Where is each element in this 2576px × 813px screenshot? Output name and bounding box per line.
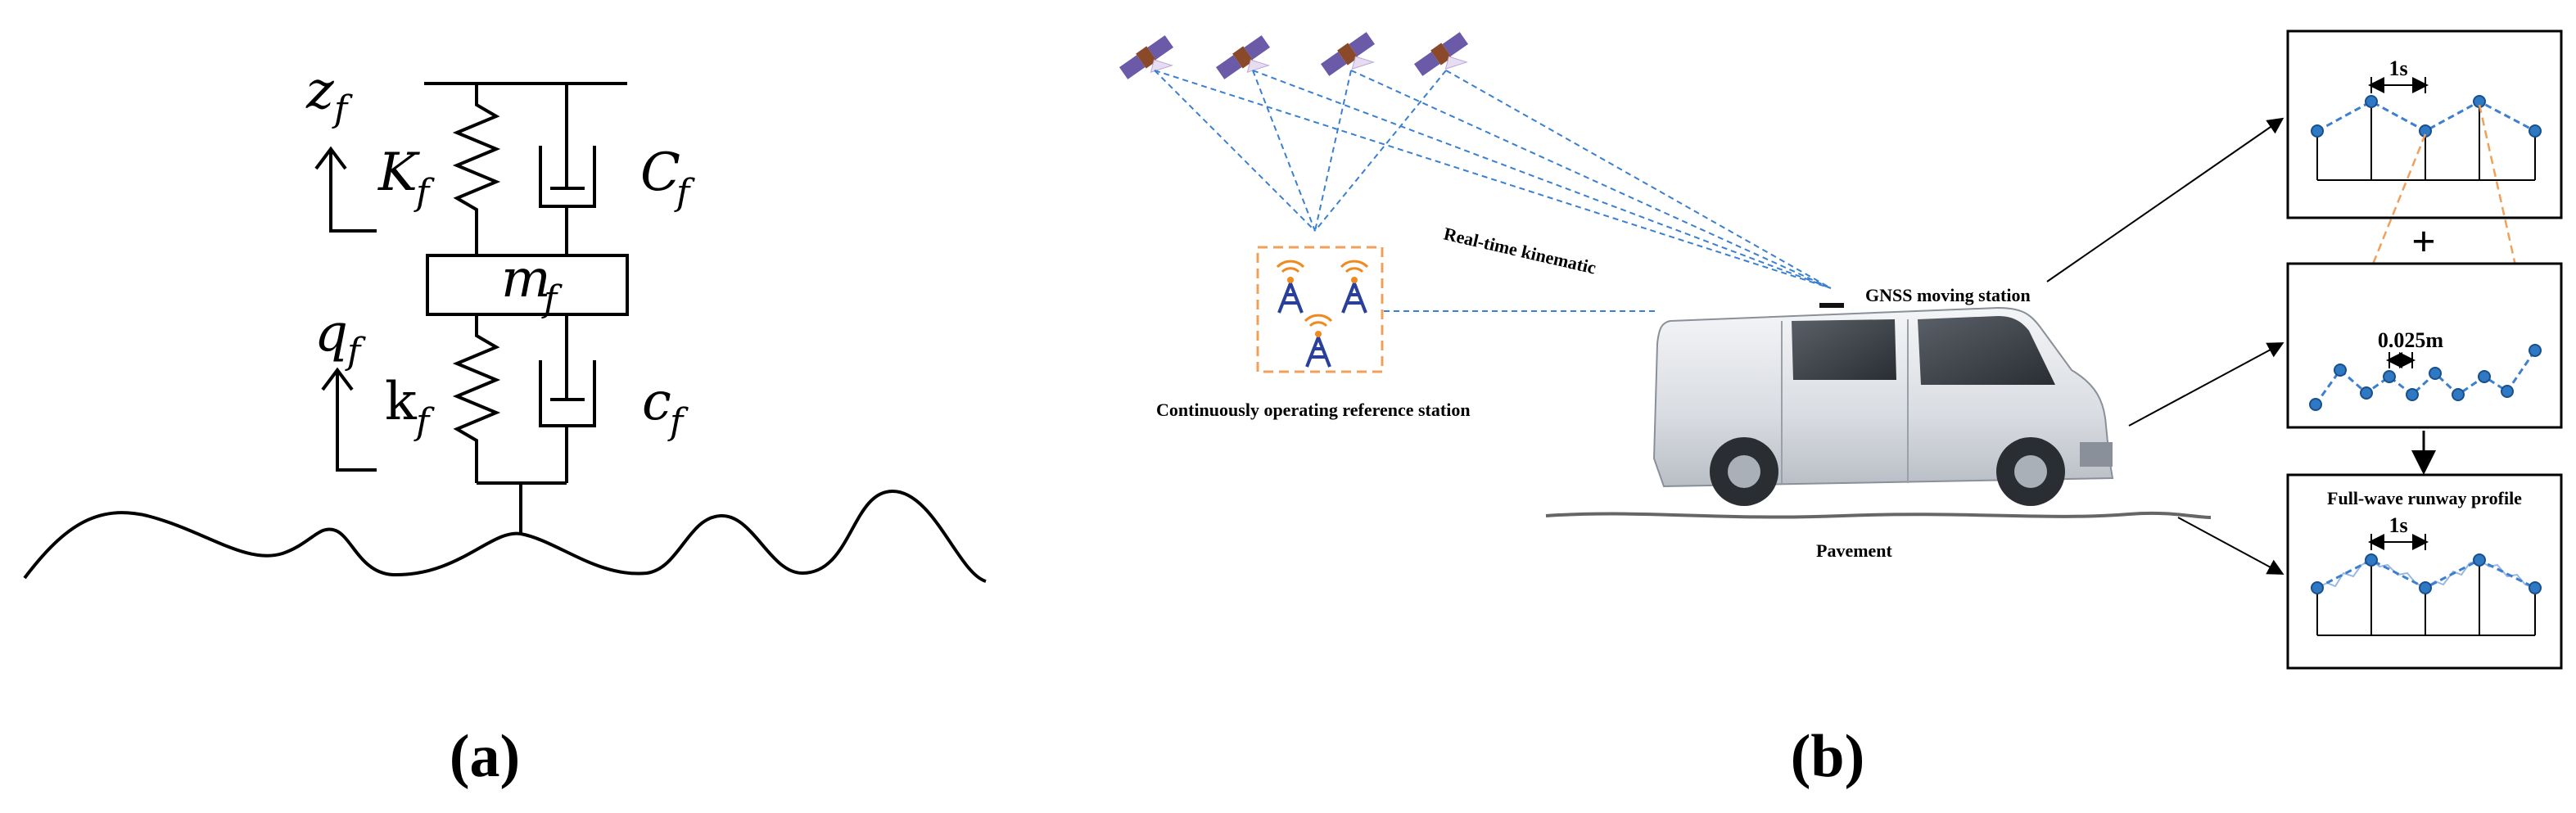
arrow-to-middle-box [2128, 342, 2285, 427]
panel-a-labels: z f K f C f m f q f k f c f (a) [305, 61, 695, 790]
panel-a-suspension-model [23, 82, 987, 583]
q-displacement-arrow [336, 370, 377, 472]
gnss-antenna [1819, 303, 1844, 308]
rtk-label: Real-time kinematic [1442, 224, 1598, 278]
satellite-icon [1413, 32, 1469, 76]
reference-station-box [1256, 246, 1384, 373]
signal-lines [1154, 70, 1832, 312]
profile-points [2311, 553, 2542, 594]
interval-bottom-label: 1s [2388, 513, 2407, 537]
mass-block [426, 254, 629, 316]
interval-top-label: 1s [2388, 56, 2407, 80]
tower-icon [1276, 260, 1305, 314]
interval-middle-label: 0.025m [2378, 328, 2444, 352]
label-z-sub: f [332, 88, 353, 130]
label-q-sub: f [345, 331, 366, 373]
z-displacement-arrow [329, 149, 377, 233]
interpolation-arrow-right [2478, 104, 2543, 364]
lower-spring [452, 314, 501, 483]
arrow-to-top-box [2046, 117, 2285, 282]
caption-a: (a) [450, 723, 520, 790]
label-z: z [305, 61, 335, 121]
label-C-sub: f [674, 172, 695, 214]
arrow-to-bottom-box [2177, 517, 2285, 575]
satellite-icon [1215, 35, 1271, 79]
upper-spring [452, 84, 501, 255]
pavement-line [1545, 511, 2212, 519]
label-k-sub: f [414, 401, 435, 443]
reference-station-label: Continuously operating reference station [1156, 400, 1471, 420]
label-c-sub: f [667, 401, 689, 443]
imu-samples-plot [2309, 344, 2542, 411]
gnss-station-label: GNSS moving station [1865, 285, 2031, 305]
imu-samples-box [2286, 262, 2563, 429]
label-C: C [640, 142, 680, 203]
label-q: q [314, 303, 348, 364]
profile-title: Full-wave runway profile [2327, 488, 2522, 508]
van-illustration [1652, 306, 2114, 506]
caption-b: (b) [1791, 723, 1864, 790]
satellite-icon [1320, 32, 1376, 76]
satellite-group [1119, 32, 1469, 79]
gnss-samples-box [2286, 29, 2563, 219]
tower-icon [1340, 260, 1369, 314]
label-c: c [642, 372, 671, 432]
gnss-sample-points [2311, 95, 2542, 138]
pavement-label: Pavement [1816, 540, 1893, 561]
panel-b-measurement-system: Real-time kinematic Continuously operati… [1119, 29, 2563, 790]
label-k: k [385, 372, 418, 432]
label-K: K [377, 142, 420, 203]
label-m: m [501, 249, 551, 309]
tower-icon [1304, 314, 1333, 368]
road-profile-curve [23, 489, 987, 583]
plus-sign: + [2411, 219, 2436, 265]
satellite-icon [1119, 35, 1174, 79]
label-K-sub: f [414, 172, 435, 214]
